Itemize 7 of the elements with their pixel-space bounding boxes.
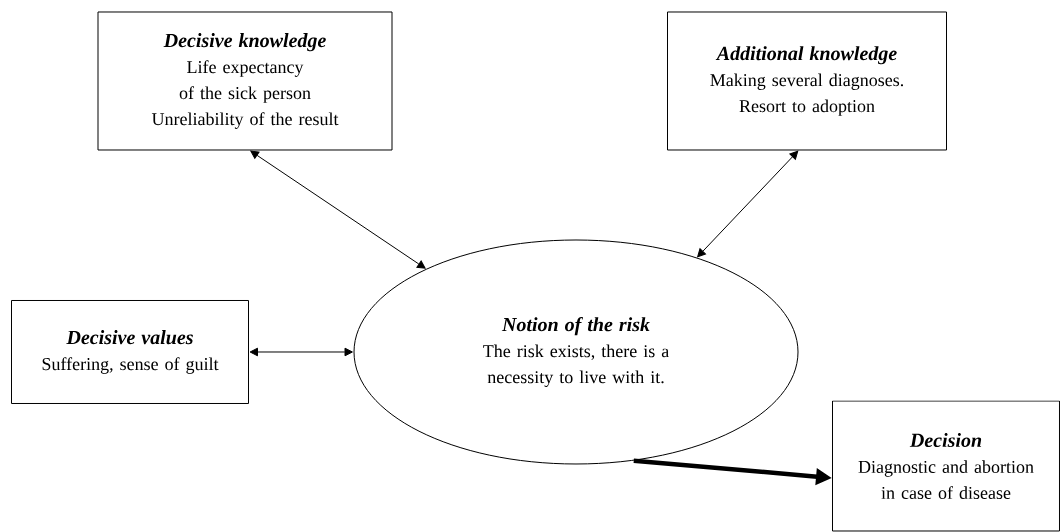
decision-box: Decision Diagnostic and abortion in case of disease (832, 400, 1060, 532)
knowledge-box: Additional knowledge Making several diagnoses. Resort to adoption (667, 11, 947, 151)
arrow (250, 150, 426, 269)
arrow (697, 150, 799, 258)
arrow (249, 347, 353, 357)
knowledge-box: Decisive knowledge Life expectancy of the sick person Unreliability of the result (97, 11, 393, 151)
values-box: Decisive values Suffering, sense of guilt (11, 300, 249, 404)
